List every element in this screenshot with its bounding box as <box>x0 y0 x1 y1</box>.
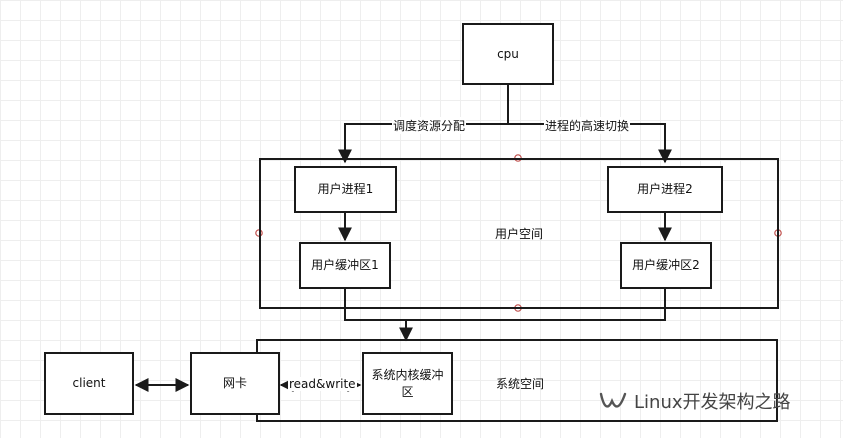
user-space-region <box>259 158 779 309</box>
nic-node-label: 网卡 <box>222 376 247 391</box>
watermark: Linux开发架构之路 <box>598 388 791 414</box>
client-node: client <box>44 352 134 415</box>
client-node-label: client <box>72 376 106 391</box>
nic-node: 网卡 <box>190 352 280 415</box>
user-process-2-node: 用户进程2 <box>607 166 723 213</box>
user-space-label: 用户空间 <box>495 227 544 241</box>
user-buffer-2-label: 用户缓冲区2 <box>632 258 700 273</box>
user-buffer-1-label: 用户缓冲区1 <box>311 258 379 273</box>
buffers-merge-line <box>344 288 666 321</box>
cpu-node: cpu <box>462 23 554 85</box>
wechat-channel-icon <box>599 392 627 408</box>
schedule-edge-label: 调度资源分配 <box>392 117 467 134</box>
watermark-text: Linux开发架构之路 <box>634 392 791 413</box>
user-buffer-2-node: 用户缓冲区2 <box>620 242 712 289</box>
user-process-1-label: 用户进程1 <box>317 182 374 197</box>
kernel-buffer-label: 系统内核缓冲区 <box>371 368 444 399</box>
read-write-edge-label: read&write <box>288 377 357 391</box>
switch-edge-label: 进程的高速切换 <box>544 117 631 134</box>
user-buffer-1-node: 用户缓冲区1 <box>299 242 391 289</box>
user-process-2-label: 用户进程2 <box>637 182 693 197</box>
kernel-buffer-node: 系统内核缓冲区 <box>362 352 453 415</box>
cpu-node-label: cpu <box>497 46 519 61</box>
kernel-space-label: 系统空间 <box>496 377 545 391</box>
user-process-1-node: 用户进程1 <box>294 166 397 213</box>
